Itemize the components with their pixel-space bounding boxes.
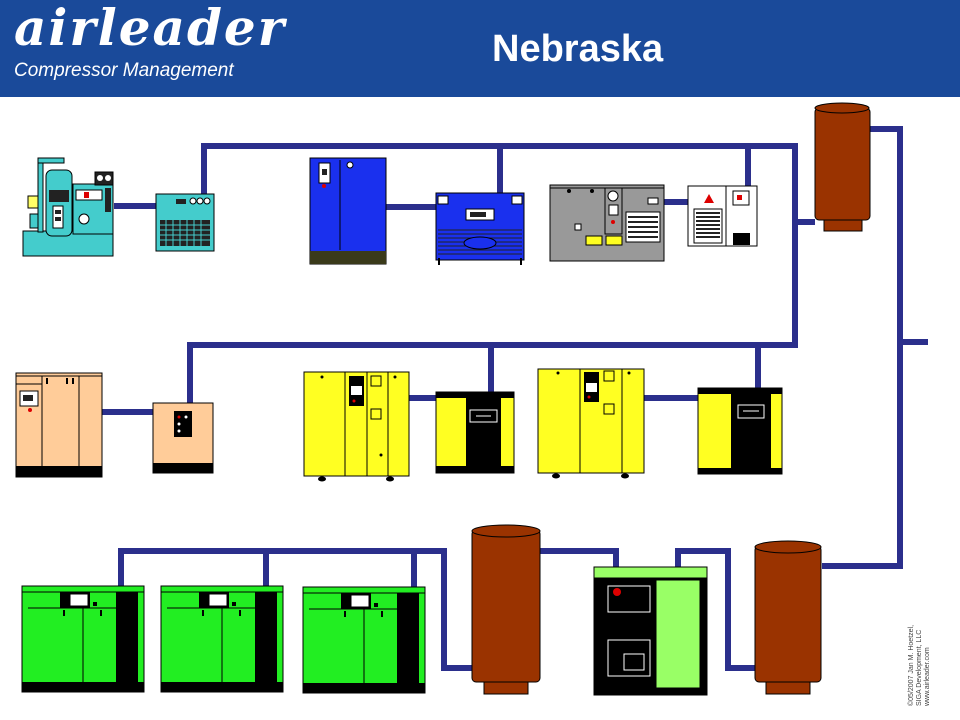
pipe-network [102, 126, 928, 671]
tank-top-right [814, 102, 871, 232]
pipe-green-header [118, 548, 474, 671]
tank-bottom-middle [471, 524, 541, 695]
logo-tagline: Compressor Management [14, 60, 234, 81]
blue-dryer [435, 192, 525, 265]
teal-compressor [22, 157, 114, 257]
green-compressor-2 [160, 585, 284, 693]
copyright-line-2: SIGA Development, LLC [916, 629, 923, 706]
yellow-dryer-1 [435, 391, 515, 474]
green-compressor-3 [302, 586, 426, 694]
pipe-top-header [187, 143, 798, 410]
pipe-dryer-to-tank [675, 548, 756, 671]
copyright-line-1: ©05/2007 Jan M. Hoetzel, [908, 624, 915, 706]
white-dryer [687, 185, 758, 247]
copyright-line-3: www.airleader.com [924, 647, 931, 706]
yellow-dryer-2 [697, 387, 783, 475]
teal-dryer [155, 193, 215, 252]
header-bar: airleader Compressor Management Nebraska [0, 0, 960, 97]
blue-compressor [309, 157, 387, 265]
copyright-notice: ©05/2007 Jan M. Hoetzel, SIGA Developmen… [908, 596, 932, 706]
green-dryer [593, 566, 708, 696]
yellow-compressor-1 [303, 371, 410, 482]
yellow-compressor-2 [537, 368, 645, 479]
peach-dryer [152, 402, 214, 474]
tank-bottom-right [754, 540, 822, 695]
pipe-tank-riser [822, 126, 903, 569]
logo-name: airleader [14, 0, 287, 57]
green-compressor-1 [21, 585, 145, 693]
peach-compressor [15, 372, 103, 478]
grey-compressor [549, 184, 665, 262]
pipe-tank-to-dryer [540, 548, 619, 567]
page-title: Nebraska [492, 28, 664, 70]
